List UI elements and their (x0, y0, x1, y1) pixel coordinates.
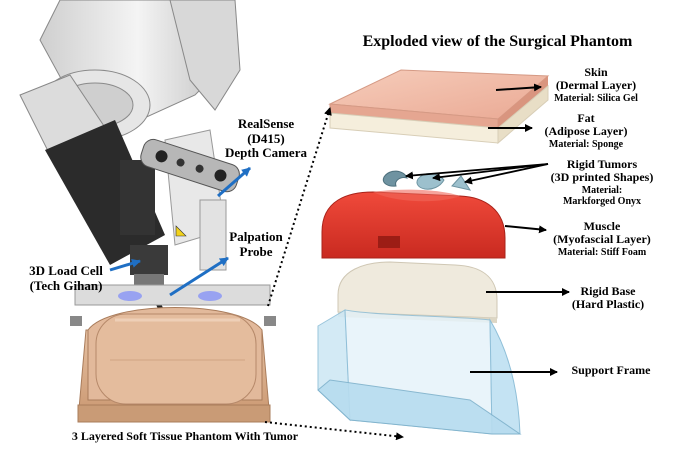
figure-title: Exploded view of the Surgical Phantom (345, 33, 650, 51)
load-cell-line1: 3D Load Cell (15, 264, 117, 279)
skin-material: Material: Silica Gel (540, 93, 652, 104)
camera-name: RealSense (225, 117, 307, 132)
load-cell-line2: (Tech Gihan) (15, 279, 117, 294)
fat-layer-name: (Adipose Layer) (530, 125, 642, 138)
muscle-label: Muscle (Myofascial Layer) Material: Stif… (540, 220, 664, 258)
load-cell-label: 3D Load Cell (Tech Gihan) (15, 264, 117, 293)
camera-label: RealSense (D415) Depth Camera (225, 117, 307, 161)
tumor-label: Rigid Tumors (3D printed Shapes) Materia… (540, 158, 664, 207)
base-layer-name: (Hard Plastic) (563, 298, 653, 311)
led-glow (118, 291, 142, 301)
fat-label: Fat (Adipose Layer) Material: Sponge (530, 112, 642, 150)
camera-model: (D415) (225, 132, 307, 147)
skin-label: Skin (Dermal Layer) Material: Silica Gel (540, 66, 652, 104)
led-glow (198, 291, 222, 301)
tumor-material-1: Material: (540, 185, 664, 196)
robot-arm (20, 0, 240, 270)
phantom-caption: 3 Layered Soft Tissue Phantom With Tumor (20, 430, 350, 443)
muscle-layer-name: (Myofascial Layer) (540, 233, 664, 246)
skin-name: Skin (540, 66, 652, 79)
fat-name: Fat (530, 112, 642, 125)
probe-label: Palpation Probe (222, 230, 290, 259)
tumor-layer-name: (3D printed Shapes) (540, 171, 664, 184)
muscle-layer (322, 190, 505, 258)
camera-type: Depth Camera (225, 146, 307, 161)
skin-layer-name: (Dermal Layer) (540, 79, 652, 92)
tumor-material-2: Markforged Onyx (540, 196, 664, 207)
fat-material: Material: Sponge (530, 139, 642, 150)
base-name: Rigid Base (563, 285, 653, 298)
muscle-material: Material: Stiff Foam (540, 247, 664, 258)
probe-line2: Probe (222, 245, 290, 260)
base-label: Rigid Base (Hard Plastic) (563, 285, 653, 312)
soft-tissue-phantom (70, 308, 276, 423)
load-cell (130, 245, 168, 286)
muscle-name: Muscle (540, 220, 664, 233)
probe-line1: Palpation (222, 230, 290, 245)
frame-label: Support Frame (561, 364, 661, 377)
tumor-name: Rigid Tumors (540, 158, 664, 171)
